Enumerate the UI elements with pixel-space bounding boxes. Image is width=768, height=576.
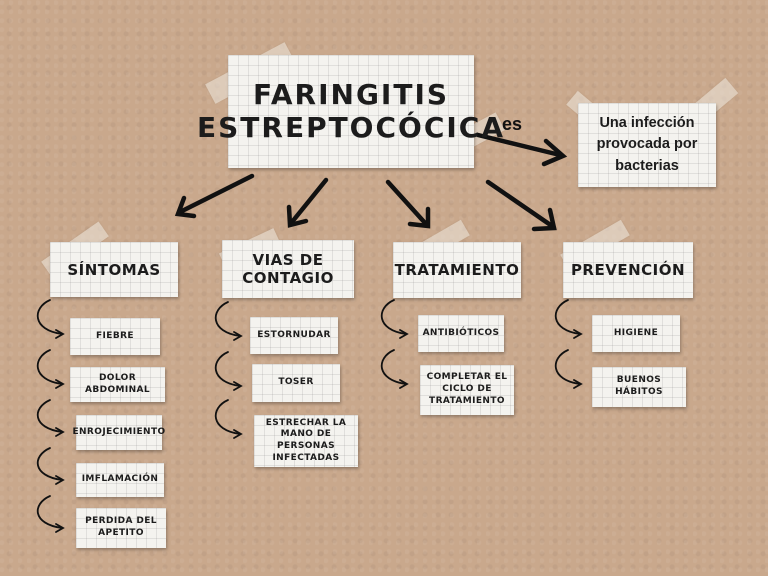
heading-contagio: VIAS DE CONTAGIO <box>222 240 354 298</box>
definition-line-3: bacterias <box>615 157 679 174</box>
heading-tratamiento: TRATAMIENTO <box>393 242 521 298</box>
definition-line-1: Una infección <box>599 115 695 132</box>
heading-prevencion: PREVENCIÓN <box>563 242 693 298</box>
item-antibioticos: ANTIBIÓTICOS <box>418 315 504 352</box>
item-buenos-habitos: BUENOS HÁBITOS <box>592 367 686 407</box>
curl-arrow <box>554 349 581 385</box>
item-estornudar: ESTORNUDAR <box>250 317 338 354</box>
item-perdida-apetito: PERDIDA DEL APETITO <box>76 508 166 548</box>
curl-arrow <box>36 349 63 385</box>
title-line-1: FARINGITIS <box>252 78 450 112</box>
curl-arrow <box>36 399 63 433</box>
curl-arrow <box>214 301 241 337</box>
arrowhead <box>286 204 309 228</box>
arrowhead <box>541 138 568 167</box>
arrow-tratamiento <box>385 179 429 227</box>
title-line-2: ESTREPTOCÓCICA <box>196 110 506 144</box>
arrowhead <box>531 207 557 232</box>
item-completar-ciclo: COMPLETAR EL CICLO DE TRATAMIENTO <box>420 365 514 415</box>
item-imflamacion: IMFLAMACIÓN <box>76 463 164 497</box>
item-estrechar-mano: ESTRECHAR LA MANO DE PERSONAS INFECTADAS <box>254 415 358 467</box>
connector-label: es <box>502 114 523 134</box>
curl-arrow <box>554 299 581 335</box>
main-title-card: FARINGITIS ESTREPTOCÓCICA <box>197 55 503 168</box>
arrow-sintomas <box>177 173 255 215</box>
arrow-to-definition <box>475 132 563 158</box>
curl-arrow <box>380 299 407 335</box>
arrow-contagio <box>289 177 329 225</box>
arrowhead <box>407 206 431 229</box>
item-toser: TOSER <box>252 364 340 402</box>
definition-card: Una infección provocada por bacterias <box>578 103 716 187</box>
curl-arrow <box>36 495 63 529</box>
curl-arrow <box>214 351 241 387</box>
item-higiene: HIGIENE <box>592 315 680 352</box>
arrowhead <box>174 195 197 219</box>
curl-arrow <box>36 447 63 481</box>
item-fiebre: FIEBRE <box>70 318 160 355</box>
arrow-prevencion <box>485 179 555 229</box>
definition-line-2: provocada por <box>596 136 698 153</box>
item-enrojecimiento: ENROJECIMIENTO <box>72 415 165 450</box>
heading-sintomas: SÍNTOMAS <box>50 242 178 297</box>
curl-arrow <box>380 349 407 385</box>
curl-arrow <box>36 299 63 335</box>
curl-arrow <box>214 399 241 435</box>
item-dolor-abdominal: DOLOR ABDOMINAL <box>70 367 165 402</box>
